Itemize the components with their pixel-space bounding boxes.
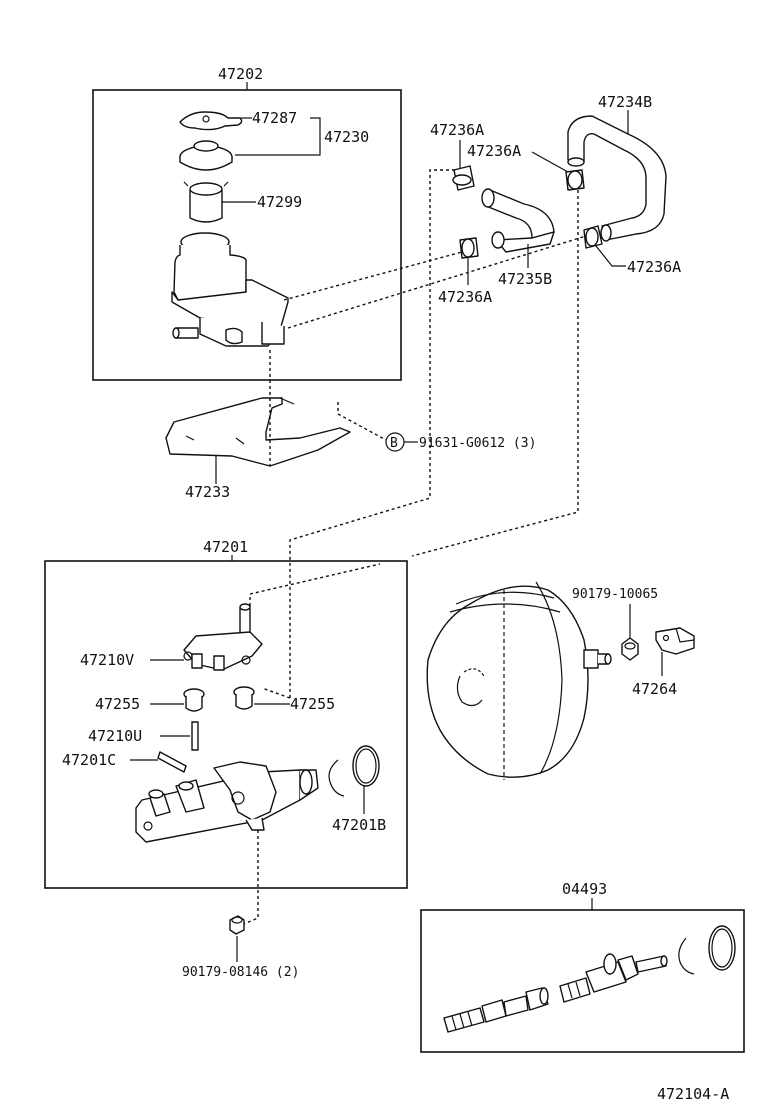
part-90179-10065-nut	[621, 637, 639, 661]
part-47234B-hose	[567, 115, 667, 242]
label-91631: 91631-G0612 (3)	[419, 436, 536, 451]
label-47299: 47299	[257, 193, 302, 211]
part-kit-piston-primary	[443, 987, 549, 1033]
label-47201: 47201	[203, 538, 248, 556]
label-47210V: 47210V	[80, 651, 134, 669]
label-47202: 47202	[218, 65, 263, 83]
label-04493: 04493	[562, 880, 607, 898]
label-90179-08146: 90179-08146 (2)	[182, 965, 299, 980]
bolt-b-letter: B	[390, 436, 398, 451]
master-cylinder-box	[44, 560, 408, 889]
label-47236A-4: 47236A	[627, 258, 681, 276]
label-47264: 47264	[632, 680, 677, 698]
part-47210U-pin	[191, 721, 199, 751]
label-47236A-1: 47236A	[430, 121, 484, 139]
part-47236A-clamp-3	[565, 169, 585, 191]
part-47236A-clamp-1	[452, 165, 475, 191]
part-47210V-union	[183, 603, 263, 671]
part-47299-strainer	[183, 181, 229, 223]
label-47287: 47287	[252, 109, 297, 127]
label-90179-10065: 90179-10065	[572, 587, 658, 602]
part-47230-reservoir-cap	[179, 140, 233, 171]
part-master-cylinder-body	[135, 761, 319, 843]
part-47235B-hose	[481, 188, 555, 253]
label-47210U: 47210U	[88, 727, 142, 745]
part-47255-grommet-2	[233, 686, 255, 710]
label-47236A-2: 47236A	[438, 288, 492, 306]
part-kit-seals	[678, 925, 736, 975]
label-47235B: 47235B	[498, 270, 552, 288]
label-47236A-3: 47236A	[467, 142, 521, 160]
label-47230: 47230	[324, 128, 369, 146]
part-47255-grommet-1	[183, 688, 205, 712]
label-47255-1: 47255	[95, 695, 140, 713]
kit-box	[420, 909, 745, 1053]
label-47201B: 47201B	[332, 816, 386, 834]
part-47236A-clamp-4	[583, 225, 603, 249]
label-47201C: 47201C	[62, 751, 116, 769]
part-90179-08146-nut	[229, 915, 245, 935]
part-brake-booster	[426, 581, 612, 780]
part-kit-piston-secondary	[559, 953, 668, 1003]
part-47287-cap-seal	[179, 111, 243, 131]
label-47233: 47233	[185, 483, 230, 501]
part-47201C-pin	[157, 751, 187, 773]
part-47236A-clamp-2	[459, 237, 479, 259]
label-47234B: 47234B	[598, 93, 652, 111]
part-47233-bracket	[165, 397, 351, 467]
part-reservoir-tank	[171, 232, 289, 347]
label-47255-2: 47255	[290, 695, 335, 713]
diagram-reference-code: 472104-A	[657, 1085, 729, 1103]
part-47201B-seals	[328, 745, 380, 797]
part-47264-clevis	[655, 627, 695, 655]
